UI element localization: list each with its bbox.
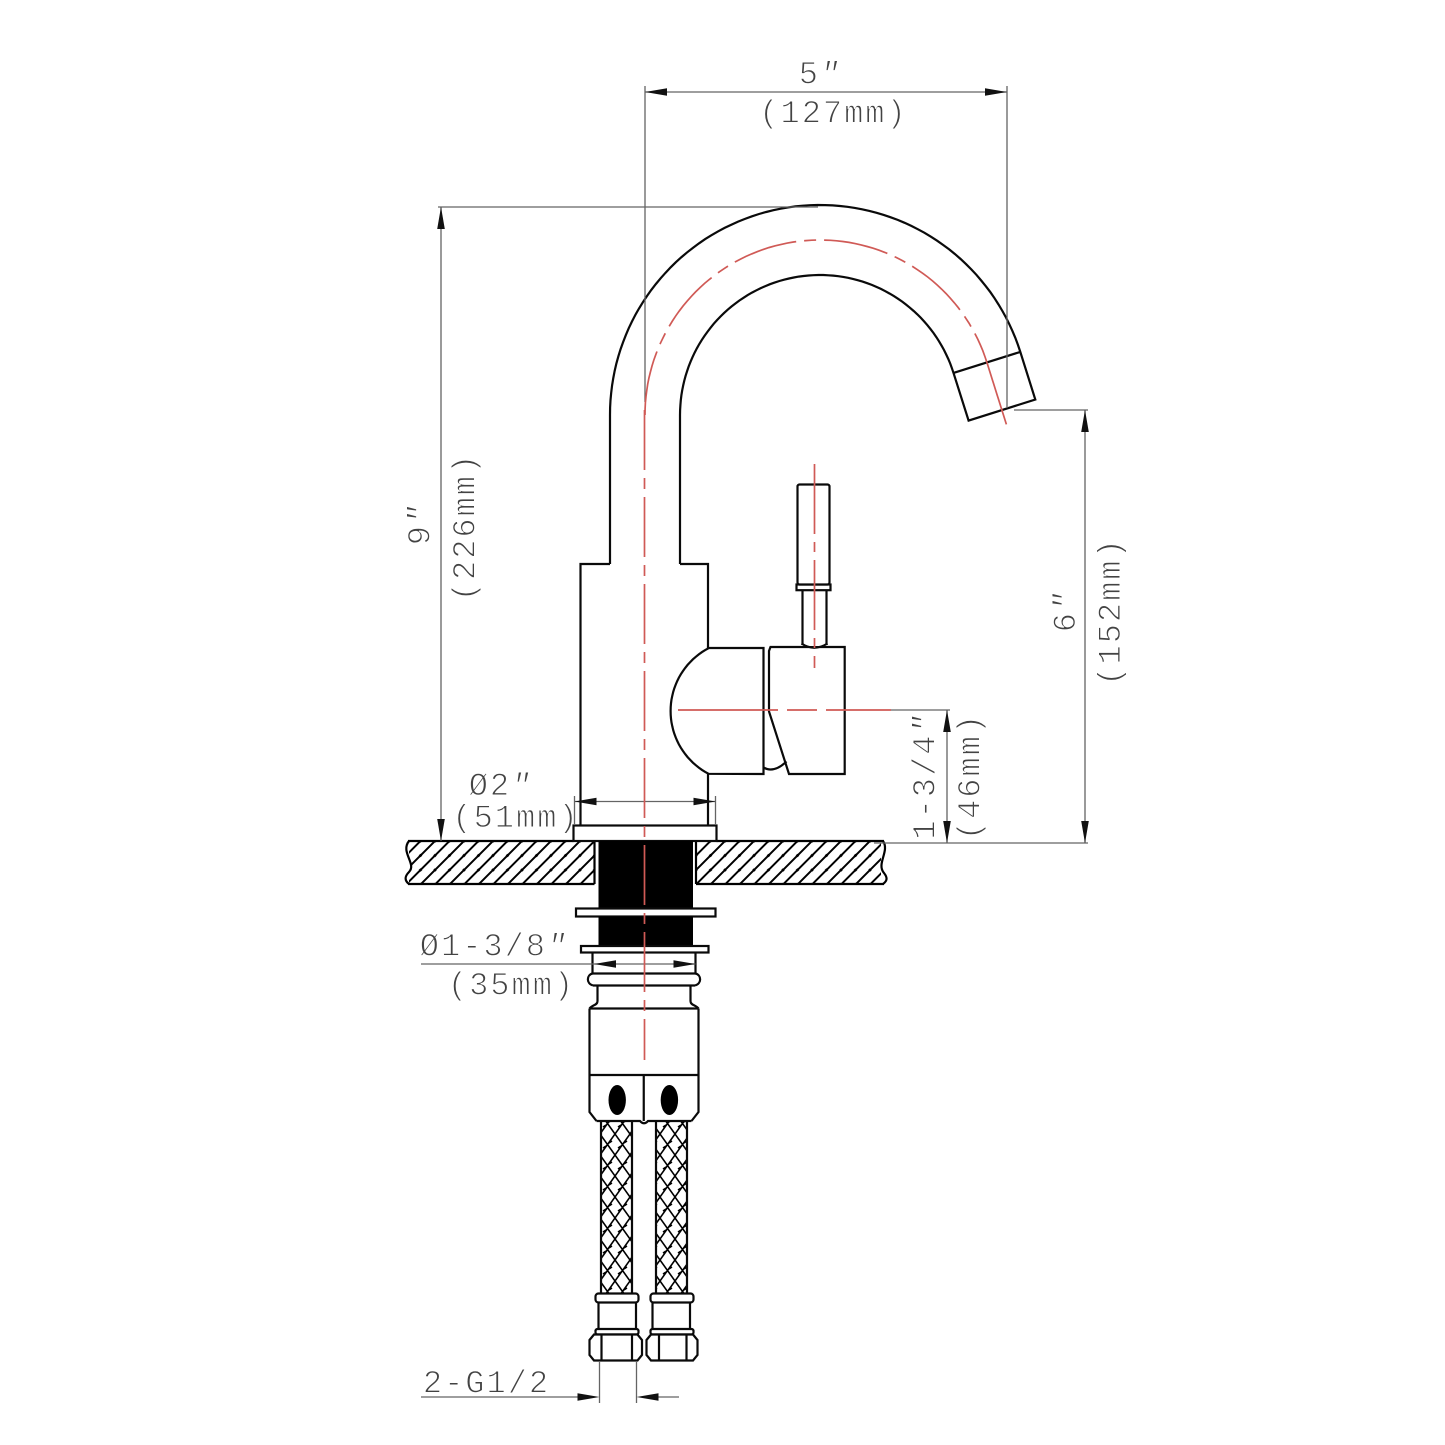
svg-text:6": 6" xyxy=(1048,590,1085,632)
svg-text:5": 5" xyxy=(799,57,841,94)
svg-text:9": 9" xyxy=(403,503,440,545)
svg-text:(51mm): (51mm) xyxy=(452,800,579,837)
svg-text:(46mm): (46mm) xyxy=(953,713,990,840)
svg-text:2-G1/2: 2-G1/2 xyxy=(423,1366,550,1403)
svg-text:Ø1-3/8": Ø1-3/8" xyxy=(420,929,568,966)
svg-text:(152mm): (152mm) xyxy=(1093,537,1130,685)
svg-text:(127mm): (127mm) xyxy=(759,96,907,133)
svg-text:(226mm): (226mm) xyxy=(448,453,485,601)
svg-text:Ø2": Ø2" xyxy=(469,768,533,805)
svg-text:1-3/4": 1-3/4" xyxy=(908,712,945,839)
svg-text:(35mm): (35mm) xyxy=(448,968,575,1005)
